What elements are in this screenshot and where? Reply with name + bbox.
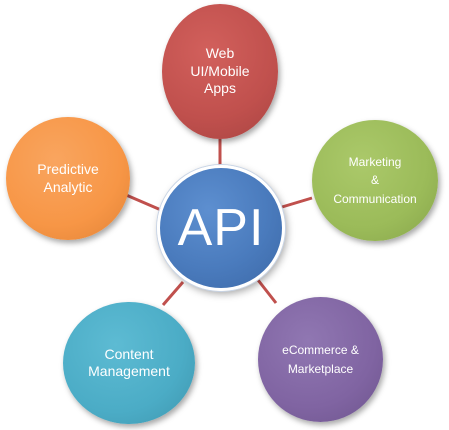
connector-marketing (281, 196, 313, 209)
connector-content (161, 281, 185, 306)
node-content-management: Content Management (63, 302, 195, 424)
connector-ecommerce (256, 279, 278, 304)
node-marketing-label: Marketing & Communication (333, 154, 417, 206)
connector-predictive (125, 193, 162, 212)
node-predictive-analytic: Predictive Analytic (6, 117, 130, 240)
node-ecommerce-marketplace: eCommerce & Marketplace (258, 297, 383, 422)
node-content-label: Content Management (88, 345, 170, 380)
node-web-label: Web UI/Mobile Apps (190, 45, 250, 97)
node-predictive-label: Predictive Analytic (37, 161, 99, 195)
node-api-center: API (157, 165, 285, 291)
node-marketing-communication: Marketing & Communication (312, 120, 438, 241)
node-web-ui-mobile-apps: Web UI/Mobile Apps (162, 4, 278, 139)
center-api-label: API (177, 199, 265, 257)
node-ecommerce-label: eCommerce & Marketplace (282, 342, 359, 376)
